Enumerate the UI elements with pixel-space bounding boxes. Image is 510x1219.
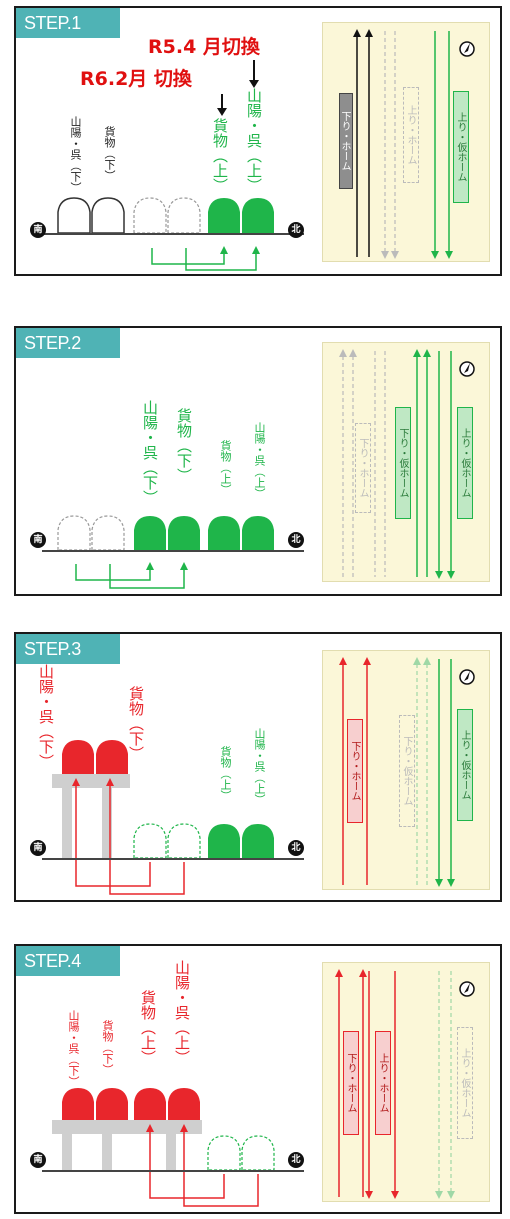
- south-marker: 南: [30, 532, 46, 548]
- platform-label: 上り・仮ホーム: [453, 91, 469, 203]
- platform-label: 下り・ホーム: [343, 1031, 359, 1135]
- step-title: STEP.4: [16, 946, 120, 976]
- track-label: 貨物（上）: [211, 118, 229, 193]
- track-label: 山陽・呉（上）: [253, 728, 266, 805]
- track-plan: 下り・ホーム 上り・ホーム 上り・仮ホーム: [322, 22, 490, 262]
- track-lines: [335, 969, 475, 1199]
- track-label: 貨物（上）: [219, 746, 232, 801]
- trains-step2: [57, 515, 274, 551]
- track-lines: [339, 349, 475, 579]
- track-label: 山陽・呉（上）: [245, 88, 263, 193]
- track-label: 貨物（下）: [103, 126, 116, 181]
- track-label: 貨物（下）: [175, 408, 193, 483]
- step-1-panel: STEP.1 R5.4 月切換 R6.2月 切換 山陽・呉（下） 貨物（下） 貨…: [14, 6, 502, 276]
- platform-label: 上り・ホーム: [375, 1031, 391, 1135]
- ground-line: [42, 233, 304, 235]
- step-2-panel: STEP.2 山陽・呉（下） 貨物（下） 貨物（上） 山陽・呉（上） 南 北: [14, 326, 502, 596]
- track-label: 貨物（下）: [127, 686, 145, 761]
- platform-label: 上り・ホーム: [403, 87, 419, 183]
- trains-step4: [52, 1088, 275, 1207]
- platform-label: 下り・ホーム: [355, 423, 371, 513]
- trains-step3: [52, 740, 274, 895]
- track-plan: 下り・ホーム 下り・仮ホーム 上り・仮ホーム: [322, 650, 490, 890]
- trains-step1: [57, 197, 274, 234]
- platform-label: 上り・仮ホーム: [457, 1027, 473, 1139]
- south-marker: 南: [30, 222, 46, 238]
- track-label: 貨物（上）: [139, 990, 157, 1065]
- south-marker: 南: [30, 1152, 46, 1168]
- step-4-panel: STEP.4 山陽・呉（下） 貨物（下） 貨物（上） 山陽・呉（上） 南 北: [14, 944, 502, 1214]
- ground-line: [42, 550, 304, 552]
- step-title: STEP.2: [16, 328, 120, 358]
- track-lines: [339, 657, 475, 887]
- north-marker: 北: [288, 532, 304, 548]
- track-label: 山陽・呉（下）: [69, 116, 82, 193]
- north-marker: 北: [288, 840, 304, 856]
- arrows-step1: [151, 60, 260, 271]
- platform-label: 下り・仮ホーム: [395, 407, 411, 519]
- ground-line: [42, 858, 304, 860]
- platform-label: 下り・仮ホーム: [399, 715, 415, 827]
- step-title: STEP.3: [16, 634, 120, 664]
- step-3-panel: STEP.3 山陽・呉（下） 貨物（下） 貨物（上） 山陽・呉（上） 南 北 下…: [14, 632, 502, 902]
- north-marker: 北: [288, 1152, 304, 1168]
- track-label: 山陽・呉（下）: [37, 664, 55, 769]
- track-label: 山陽・呉（下）: [67, 1010, 80, 1087]
- platform-label: 上り・仮ホーム: [457, 709, 473, 821]
- switch-date-b: R6.2月 切換: [80, 68, 192, 90]
- step-title: STEP.1: [16, 8, 120, 38]
- track-label: 山陽・呉（上）: [253, 422, 266, 499]
- track-lines: [353, 29, 475, 259]
- track-plan: 下り・ホーム 上り・ホーム 上り・仮ホーム: [322, 962, 490, 1202]
- platform-label: 下り・ホーム: [347, 719, 363, 823]
- track-label: 貨物（下）: [101, 1020, 114, 1075]
- platform-label: 上り・仮ホーム: [457, 407, 473, 519]
- arrows-step2: [75, 562, 188, 589]
- south-marker: 南: [30, 840, 46, 856]
- track-label: 貨物（上）: [219, 440, 232, 495]
- switch-date-a: R5.4 月切換: [148, 36, 260, 58]
- platform-label: 下り・ホーム: [339, 93, 353, 189]
- ground-line: [42, 1170, 304, 1172]
- north-marker: 北: [288, 222, 304, 238]
- track-label: 山陽・呉（下）: [141, 400, 159, 505]
- track-plan: 下り・ホーム 下り・仮ホーム 上り・仮ホーム: [322, 342, 490, 582]
- track-label: 山陽・呉（上）: [173, 960, 191, 1065]
